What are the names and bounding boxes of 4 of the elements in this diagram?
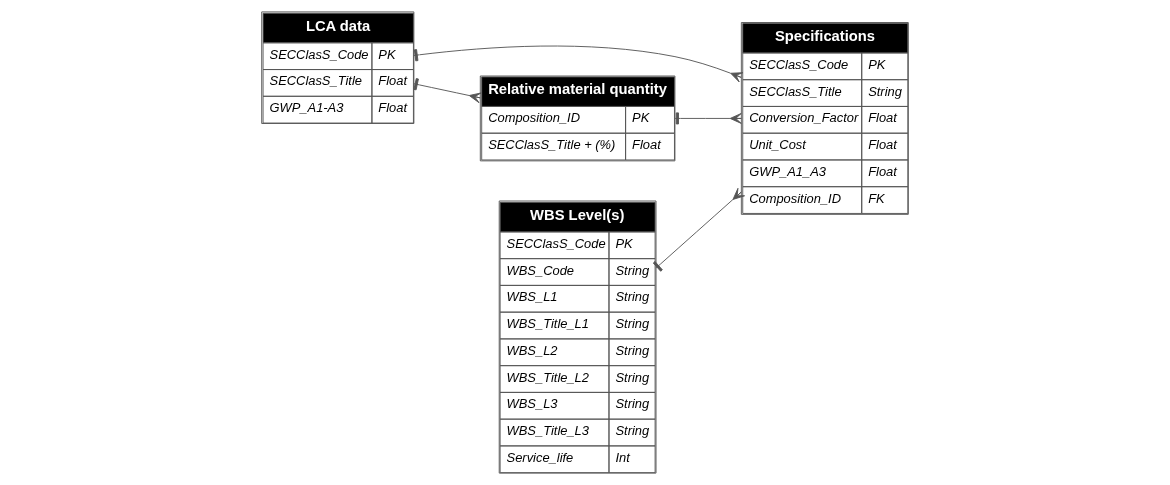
- connector: [413, 78, 482, 104]
- connector: [674, 112, 742, 125]
- connector: [652, 187, 746, 272]
- connector: [413, 45, 744, 83]
